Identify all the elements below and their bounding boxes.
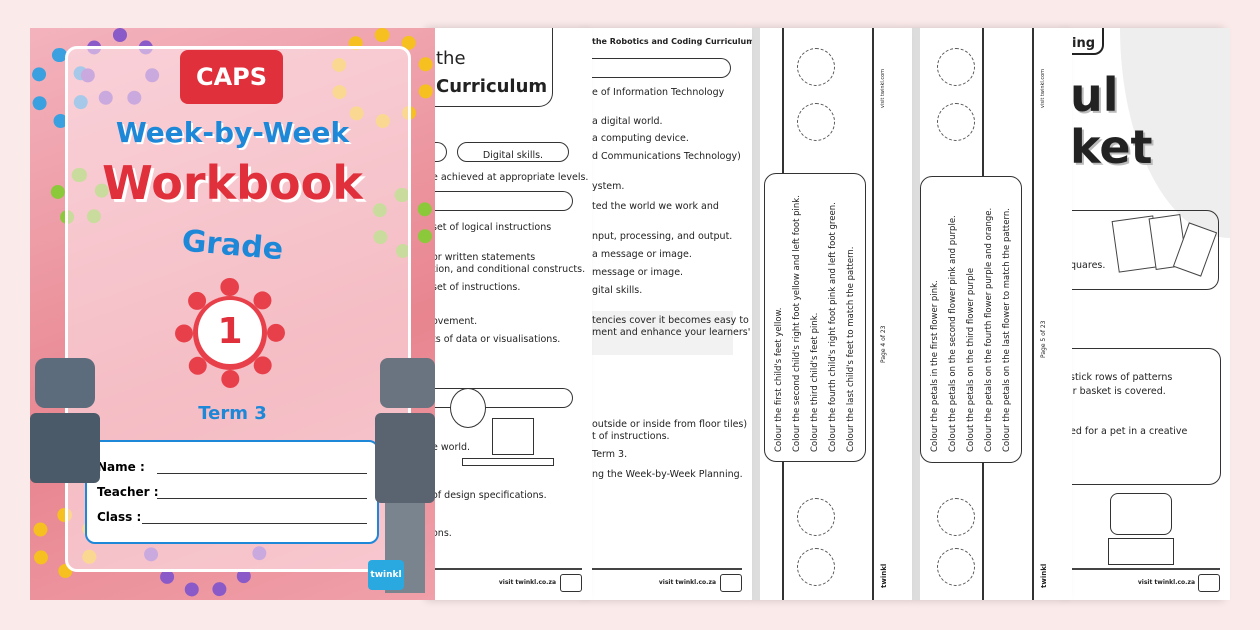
text-line: a computing device. [592,133,689,144]
instruction-box [920,176,1022,463]
text-line: of design specifications. [432,490,547,501]
twinkl-logo: twinkl [1040,563,1048,588]
text-line: ir basket is covered. [1070,386,1166,397]
footer-url: visit twinkl.co.za [498,579,556,586]
title-week-by-week: Week-by-Week [115,116,350,149]
class-field-label: Class : [97,510,142,524]
instruction: Colour the petals on the fourth flower p… [984,207,994,452]
text-line: ts of data or visualisations. [432,334,561,345]
title-line1: ul [1070,68,1119,122]
text-line: e world. [432,442,471,453]
term-label: Term 3 [198,403,267,424]
page-header: the Robotics and Coding Curriculum. [592,37,752,46]
text-line: ted the world we work and [592,201,719,212]
text-line: e achieved at appropriate levels. [432,172,589,183]
class-field[interactable] [142,523,367,524]
text-line: d Communications Technology) [592,151,741,162]
heading-line2: Curriculum [436,76,548,97]
text-line: ovement. [432,316,478,327]
text-line: ed for a pet in a creative [1070,426,1188,437]
instruction-box [764,173,866,462]
text-line: ment and enhance your learners' [592,327,751,338]
page-basket: ing ul ket quares. stick rows of pattern… [1070,28,1230,600]
robot-left-illustration [30,358,105,508]
robot-illustration [1110,493,1172,535]
text-line: tencies cover it becomes easy to [592,315,749,326]
text-line: ons. [432,528,452,539]
instruction: Colour the last child's feet to match th… [846,246,856,452]
text-line: stick rows of patterns [1070,372,1173,383]
page-flowers: Colour the petals in the first flower pi… [912,28,1072,600]
details-form: Name : Teacher : Class : [85,440,379,544]
instruction: Colour the third child's feet pink. [810,312,820,452]
text-line: Term 3. [592,449,628,460]
text-line: ng the Week-by-Week Planning. [592,469,743,480]
side-url: visit twinkl.com [880,68,886,108]
page-feet: Colour the first child's feet yellow. Co… [752,28,912,600]
grade-number: 1 [217,311,243,352]
twinkl-badge [560,574,582,592]
materials-box [1070,210,1219,290]
steps-box [1070,348,1221,485]
text-line: set of instructions. [432,282,521,293]
text-line: set of logical instructions [432,222,552,233]
text-line: outside or inside from floor tiles) [592,419,748,430]
twinkl-logo: twinkl [368,560,404,590]
instruction: Colour the petals on the last flower to … [1002,208,1012,452]
teacher-field-label: Teacher : [97,485,159,499]
instruction: Colout the petals on the second flower p… [948,215,958,452]
instruction: Colout the petals on the third flower pu… [966,267,976,452]
instruction: Colour the fourth child's right foot pin… [828,202,838,452]
page-curriculum-1: the Curriculum Digital skills. e achieve… [432,28,592,600]
footer-url: visit twinkl.co.za [658,579,716,586]
title-workbook: Workbook [102,156,363,210]
text-line: gital skills. [592,285,643,296]
page-curriculum-2: the Robotics and Coding Curriculum. e of… [590,28,752,600]
text-line: nput, processing, and output. [592,231,733,242]
instruction: Colour the second child's right foot yel… [792,195,802,452]
caps-badge: CAPS [180,50,283,104]
text-line: ystem. [592,181,625,192]
text-line: e of Information Technology [592,87,725,98]
text-line: quares. [1070,260,1106,271]
page-number: Page 4 of 23 [880,325,887,363]
teacher-field[interactable] [157,498,367,499]
name-field[interactable] [157,473,367,474]
text-line: a message or image. [592,249,692,260]
text-line: a digital world. [592,116,663,127]
twinkl-badge [720,574,742,592]
text-line: t of instructions. [592,431,670,442]
girl-at-computer-illustration [442,388,554,508]
instruction: Colour the first child's feet yellow. [774,307,784,452]
footer-url: visit twinkl.co.za [1137,579,1195,586]
text-line: tion, and conditional constructs. [432,264,586,275]
heading-line1: the [436,48,466,69]
tab-label: ing [1072,36,1096,51]
name-field-label: Name : [97,460,145,474]
page-number: Page 5 of 23 [1040,320,1047,358]
digital-skills-pill: Digital skills. [457,142,569,162]
side-url: visit twinkl.com [1040,68,1046,108]
workbook-cover: CAPS Week-by-Week Workbook Grade 1 Term … [30,28,435,600]
text-line: or written statements [432,252,536,263]
text-line: message or image. [592,267,684,278]
instruction: Colour the petals in the first flower pi… [930,280,940,452]
twinkl-badge [1198,574,1220,592]
title-line2: ket [1070,120,1153,174]
twinkl-logo: twinkl [880,563,888,588]
